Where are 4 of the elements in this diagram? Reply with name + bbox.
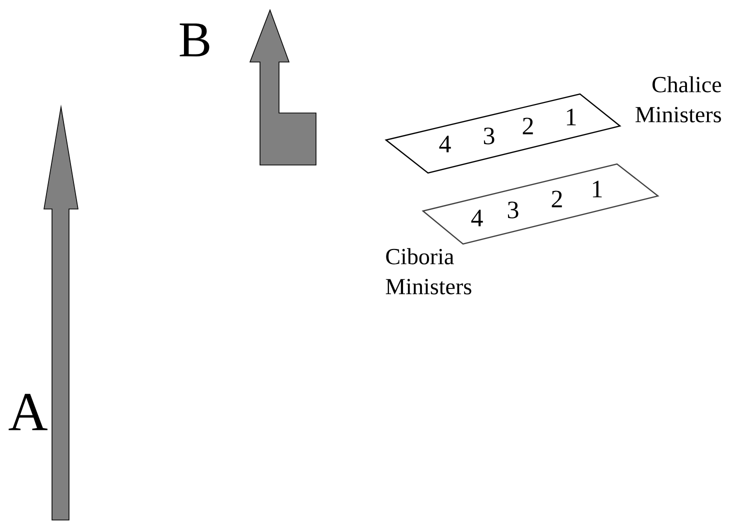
letter-label: B <box>180 24 210 56</box>
group-label: Chalice Ministers <box>636 76 722 122</box>
group-label: Ciboria Ministers <box>386 248 472 294</box>
letter-label: A <box>8 394 48 430</box>
